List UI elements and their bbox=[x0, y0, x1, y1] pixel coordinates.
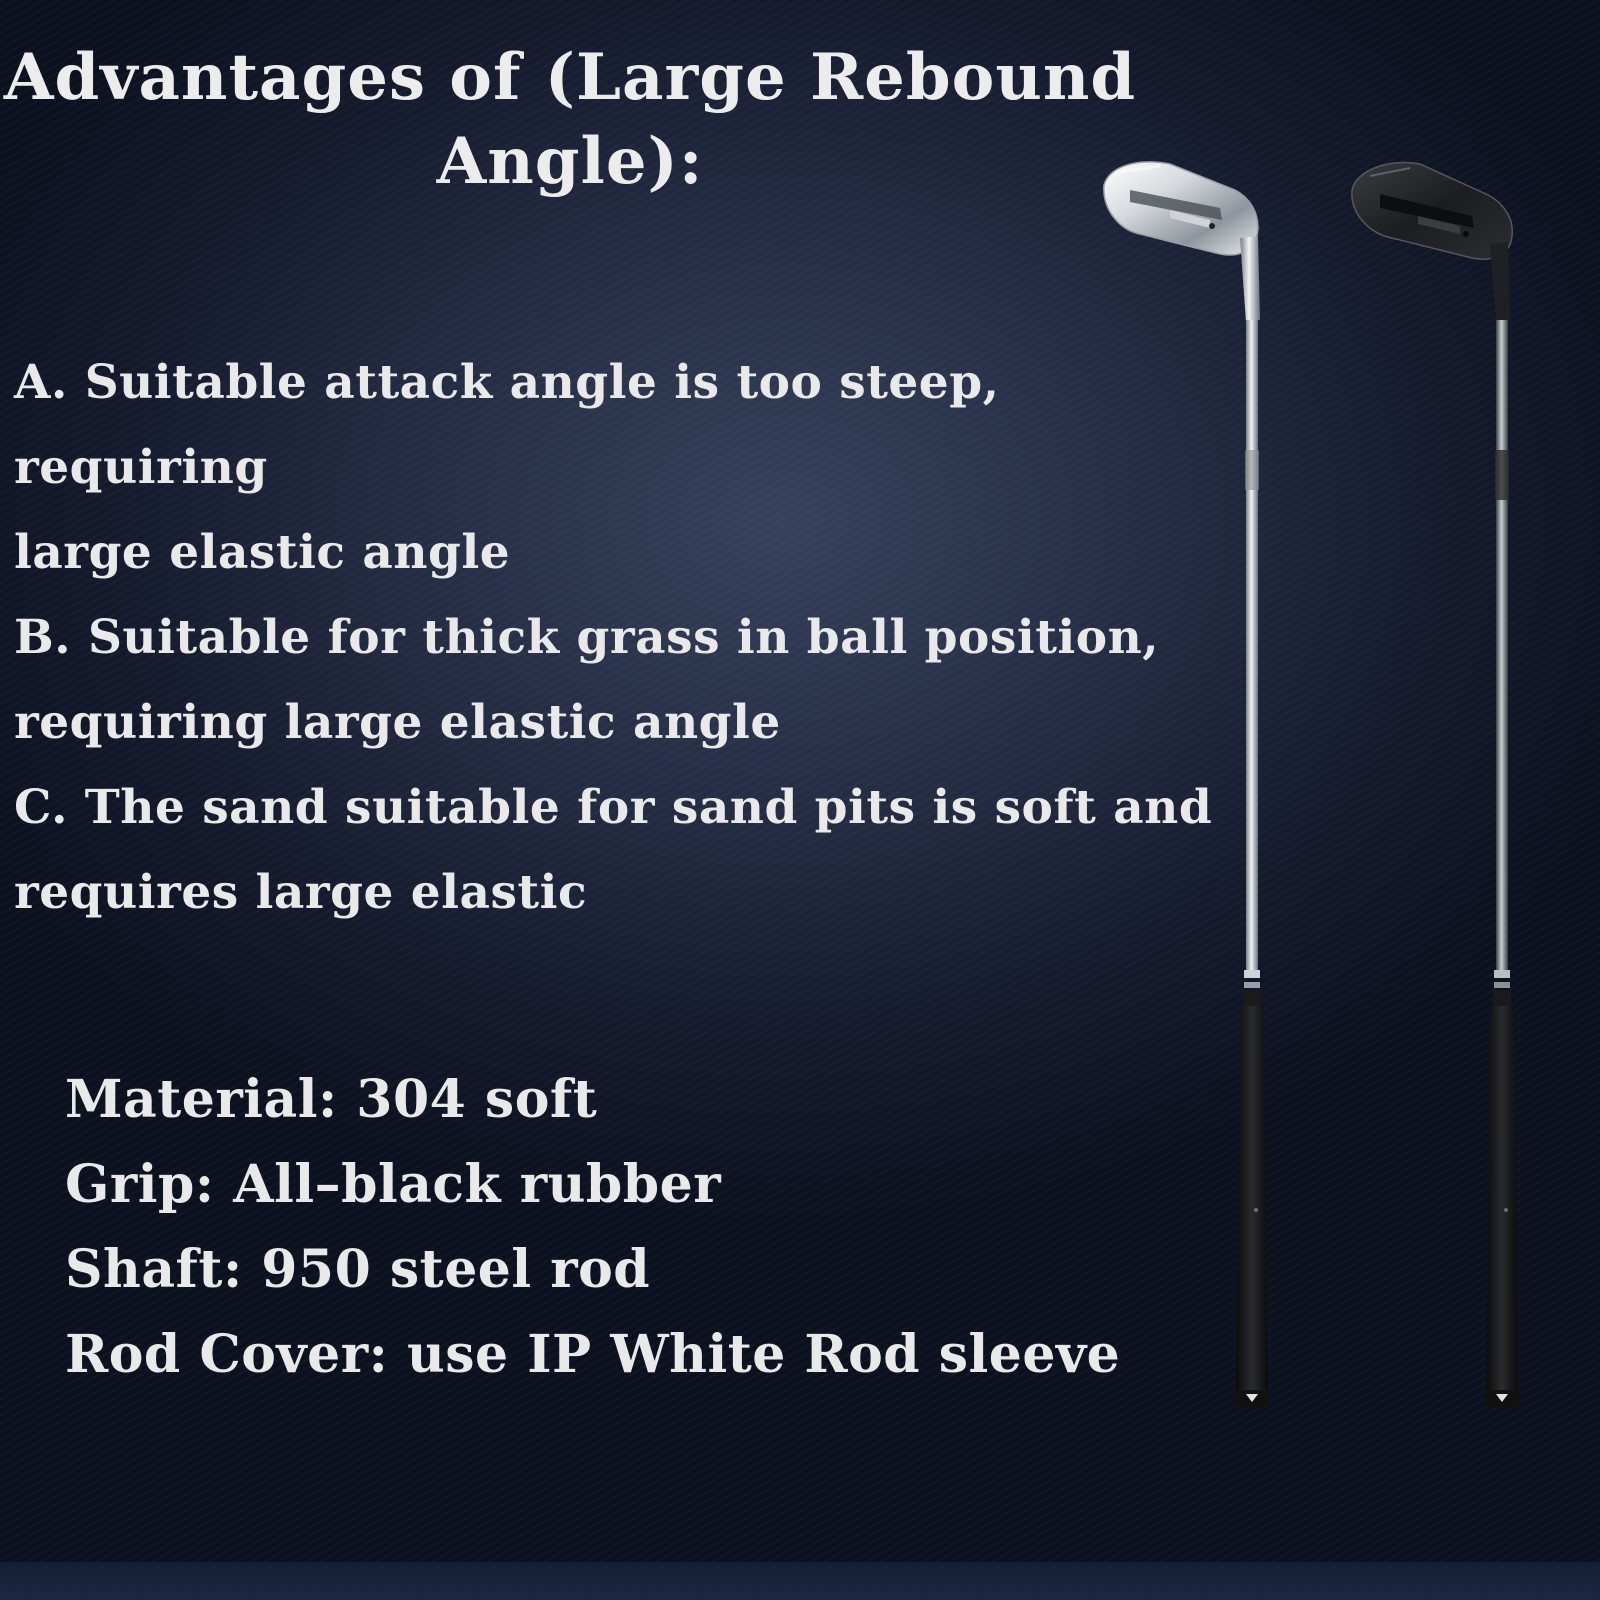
spec-grip: Grip: All–black rubber bbox=[65, 1142, 1120, 1227]
spec-value: 950 steel rod bbox=[261, 1239, 651, 1300]
spec-value: All–black rubber bbox=[233, 1154, 722, 1215]
spec-label: Rod Cover: bbox=[65, 1324, 389, 1385]
spec-label: Material: bbox=[65, 1069, 338, 1130]
title-line-2: Angle): bbox=[436, 124, 704, 199]
spec-shaft: Shaft: 950 steel rod bbox=[65, 1227, 1120, 1312]
title-line-1: Advantages of (Large Rebound bbox=[3, 40, 1137, 115]
advantage-c-line-1: C. The sand suitable for sand pits is so… bbox=[14, 780, 1213, 835]
spec-value: use IP White Rod sleeve bbox=[406, 1324, 1121, 1385]
advantage-b-line-2: requiring large elastic angle bbox=[14, 695, 781, 750]
black-wedge bbox=[1351, 161, 1520, 1408]
advantage-a-line-2: large elastic angle bbox=[14, 525, 511, 580]
advantage-c-line-2: requires large elastic bbox=[14, 865, 588, 920]
bottom-strip bbox=[0, 1562, 1600, 1600]
advantage-a-line-1: A. Suitable attack angle is too steep, r… bbox=[14, 355, 1000, 495]
spec-value: 304 soft bbox=[356, 1069, 598, 1130]
spec-material: Material: 304 soft bbox=[65, 1057, 1120, 1142]
spec-rod-cover: Rod Cover: use IP White Rod sleeve bbox=[65, 1312, 1120, 1397]
golf-clubs-image bbox=[1103, 161, 1520, 1408]
advantage-b-line-1: B. Suitable for thick grass in ball posi… bbox=[14, 610, 1160, 665]
specs-list: Material: 304 soft Grip: All–black rubbe… bbox=[65, 1057, 1120, 1397]
advantages-list: A. Suitable attack angle is too steep, r… bbox=[14, 340, 1264, 935]
spec-label: Shaft: bbox=[65, 1239, 243, 1300]
chrome-wedge bbox=[1103, 161, 1270, 1408]
spec-label: Grip: bbox=[65, 1154, 215, 1215]
page-title: Advantages of (Large Rebound Angle): bbox=[0, 36, 1140, 204]
